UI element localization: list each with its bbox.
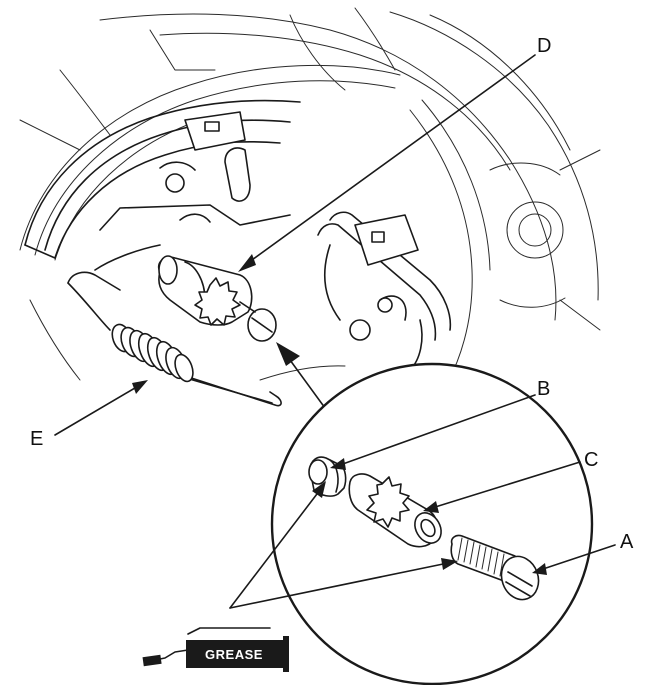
- callout-c: C: [584, 449, 598, 471]
- grease-label: GREASE: [205, 647, 263, 662]
- grease-tube-icon: GREASE: [142, 627, 289, 672]
- leader-lines: [54, 54, 616, 609]
- callout-e: E: [30, 428, 43, 450]
- callout-labels: D B C A E: [30, 35, 634, 553]
- detail-pointer-arrow: [276, 342, 326, 409]
- callout-d: D: [537, 35, 551, 57]
- return-spring: [67, 271, 282, 407]
- brake-shoe-right: [317, 211, 452, 371]
- callout-b: B: [537, 378, 550, 400]
- backing-plate: [19, 7, 601, 396]
- brake-shoe-left: [24, 99, 301, 271]
- part-a-adjuster-screw: [450, 534, 540, 601]
- spring-coils: [111, 323, 194, 383]
- installed-adjuster: [157, 255, 277, 342]
- callout-a: A: [620, 531, 634, 553]
- part-c-star-wheel: [348, 473, 442, 548]
